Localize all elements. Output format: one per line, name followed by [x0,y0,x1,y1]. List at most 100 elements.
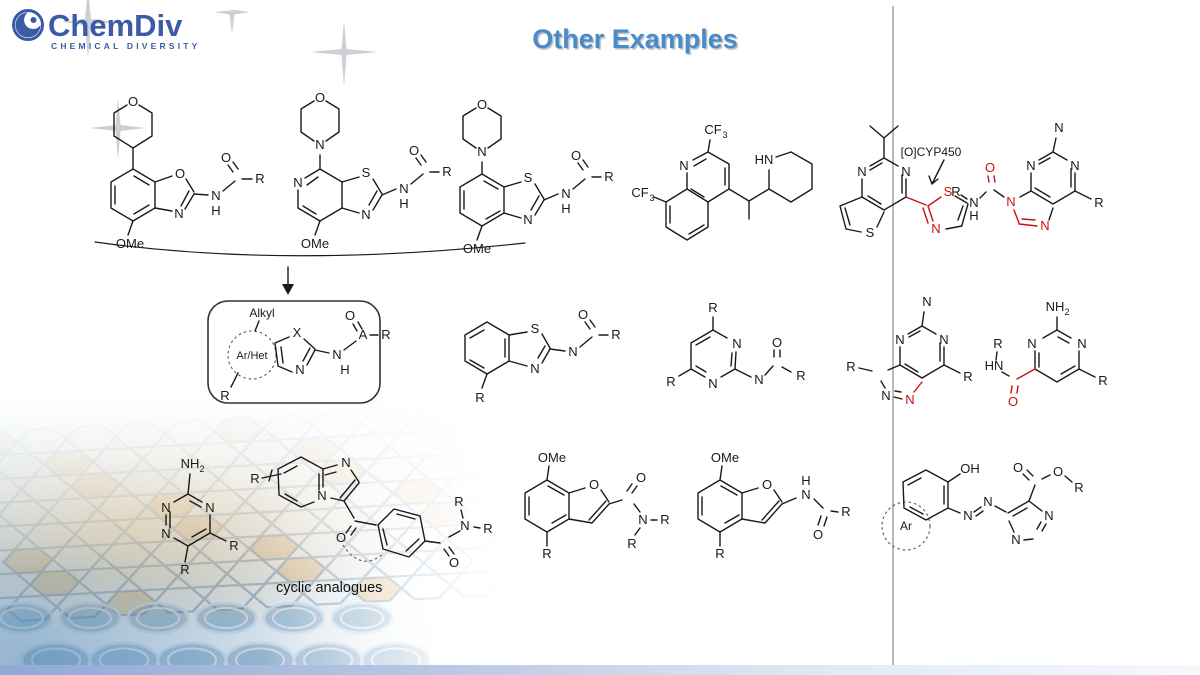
bonds [995,316,1096,394]
structure-amino-triazine: NH 2 N N N R R [130,438,250,583]
svg-text:N: N [293,175,302,190]
structure-morpholino-thiazolopyridine-amide: O N N S N N H O R OMe [258,85,453,270]
cyclic-analogues-caption: cyclic analogues [276,580,382,596]
svg-text:N: N [1077,336,1086,351]
svg-text:N: N [332,347,341,362]
svg-text:N: N [939,332,948,347]
svg-text:Ar: Ar [900,519,912,533]
svg-text:O: O [985,160,995,175]
background-photo [0,390,520,675]
atom-labels: O O N N H O R OMe [116,94,265,251]
svg-text:R: R [483,521,492,536]
collecting-brace-arrow [90,235,535,300]
svg-text:N: N [161,500,170,515]
svg-text:R: R [180,562,189,577]
svg-text:R: R [963,369,972,384]
svg-text:N: N [732,336,741,351]
bonds [653,139,813,241]
svg-text:N: N [922,294,931,309]
background-fade-right [0,390,520,675]
structure-aminopyrimidine-carboxamide: NH 2 N N R HN R O [982,292,1122,422]
svg-text:N: N [963,508,972,523]
svg-text:3: 3 [722,130,727,140]
svg-text:R: R [841,504,850,519]
svg-text:R: R [220,388,229,403]
svg-text:A: A [359,327,368,342]
svg-text:R: R [708,300,717,315]
svg-text:O: O [1013,460,1023,475]
svg-text:X: X [293,325,302,340]
logo-wordmark: ChemDiv [48,8,183,43]
logo-mark-icon [12,9,44,41]
svg-text:CF: CF [631,185,648,200]
svg-text:R: R [611,327,620,342]
svg-text:N: N [341,455,350,470]
bonds [459,107,602,241]
svg-text:NH: NH [1046,299,1065,314]
svg-text:R: R [627,536,636,551]
svg-text:O: O [477,97,487,112]
atom-labels: CF 3 CF 3 N HN [631,122,773,203]
svg-text:S: S [866,225,875,240]
svg-text:CF: CF [704,122,721,137]
structure-morpholino-benzothiazole-amide: O N S N N H O R OMe [420,92,615,267]
svg-text:O: O [1053,464,1063,479]
svg-text:N: N [881,388,890,403]
svg-text:O: O [578,307,588,322]
arrow-head [282,284,294,295]
svg-text:R: R [475,390,484,405]
svg-text:R: R [1094,195,1103,210]
structure-pyrimidine-amide: N N R R N O R [656,292,828,414]
svg-text:N: N [901,164,910,179]
cyclic-analogue-arc [342,544,384,562]
structure-cf3-quinoline-piperidine: CF 3 CF 3 N HN [620,120,825,280]
atom-labels: N N N R R N N [846,294,972,407]
svg-text:O: O [762,477,772,492]
bonds [261,456,481,558]
svg-text:N: N [969,195,978,210]
svg-text:OMe: OMe [538,450,566,465]
svg-text:OH: OH [960,461,980,476]
svg-text:HN: HN [755,152,774,167]
chemdiv-logo: ChemDiv CHEMICAL DIVERSITY [0,0,380,175]
svg-text:O: O [772,335,782,350]
svg-text:OMe: OMe [463,241,491,256]
bonds [110,104,253,236]
svg-text:N: N [857,164,866,179]
atom-labels: S N N O R R [475,307,620,405]
svg-text:N: N [801,487,810,502]
svg-text:R: R [951,184,960,199]
bonds [902,469,1073,541]
atom-labels: N N N R N N O N H R [951,120,1103,233]
svg-text:N: N [708,376,717,391]
svg-text:O: O [175,166,185,181]
bonds [858,311,961,400]
svg-text:N: N [315,137,324,152]
svg-text:O: O [813,527,823,542]
svg-text:O: O [636,470,646,485]
svg-text:N: N [895,332,904,347]
svg-text:N: N [1040,218,1049,233]
vertical-divider [892,6,894,668]
svg-text:R: R [255,171,264,186]
structure-thienopyrimidine-thiazole: N N S S N [O]CYP450 [820,112,998,260]
svg-text:R: R [660,512,669,527]
svg-text:N: N [561,186,570,201]
svg-text:N: N [1026,158,1035,173]
svg-text:N: N [205,500,214,515]
svg-text:H: H [561,201,570,216]
structure-benzofuran-carboxamide: OMe O O N R R R [502,432,677,572]
svg-text:R: R [454,494,463,509]
svg-text:Ar/Het: Ar/Het [236,350,267,362]
svg-text:S: S [362,165,371,180]
sparkle-stars [62,0,378,160]
structure-imidazopyridine-ketone: R N N O O N R R cyclic analogues [243,430,515,608]
svg-text:R: R [250,471,259,486]
svg-text:R: R [381,327,390,342]
bonds [230,320,379,388]
svg-text:O: O [409,143,419,158]
svg-text:N: N [568,344,577,359]
svg-text:OMe: OMe [301,236,329,251]
svg-text:H: H [211,203,220,218]
scaffold-frame [207,300,381,404]
